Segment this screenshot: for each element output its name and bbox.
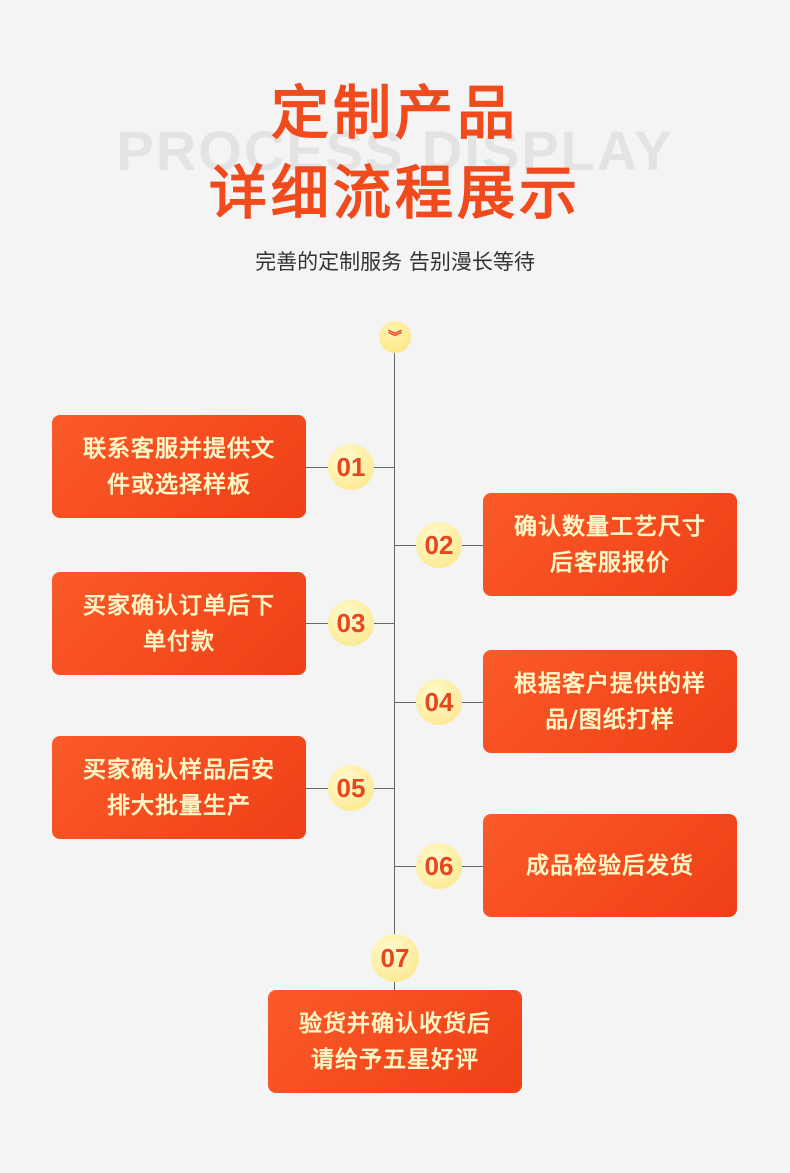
- timeline-axis-end: [394, 982, 395, 992]
- step-badge-07: 07: [371, 934, 419, 982]
- page-subtitle: 完善的定制服务 告别漫长等待: [255, 250, 535, 274]
- step-card-02: 确认数量工艺尺寸后客服报价: [483, 493, 737, 596]
- step-card-04: 根据客户提供的样品/图纸打样: [483, 650, 737, 753]
- step-card-01: 联系客服并提供文件或选择样板: [52, 415, 306, 518]
- chevron-double-down-icon: ︾: [379, 321, 411, 353]
- step-badge-03: 03: [328, 600, 374, 646]
- watermark-text: PROCESS DISPLAY: [116, 119, 674, 182]
- page-title-line-1: 定制产品: [270, 79, 519, 147]
- page-title-line-2: 详细流程展示: [208, 159, 581, 227]
- step-badge-01: 01: [328, 444, 374, 490]
- step-card-05: 买家确认样品后安排大批量生产: [52, 736, 306, 839]
- step-card-06: 成品检验后发货: [483, 814, 737, 917]
- step-card-03: 买家确认订单后下单付款: [52, 572, 306, 675]
- step-badge-06: 06: [416, 843, 462, 889]
- step-badge-02: 02: [416, 522, 462, 568]
- step-badge-04: 04: [416, 679, 462, 725]
- step-card-07: 验货并确认收货后请给予五星好评: [268, 990, 522, 1093]
- timeline-axis: [394, 352, 395, 960]
- step-badge-05: 05: [328, 765, 374, 811]
